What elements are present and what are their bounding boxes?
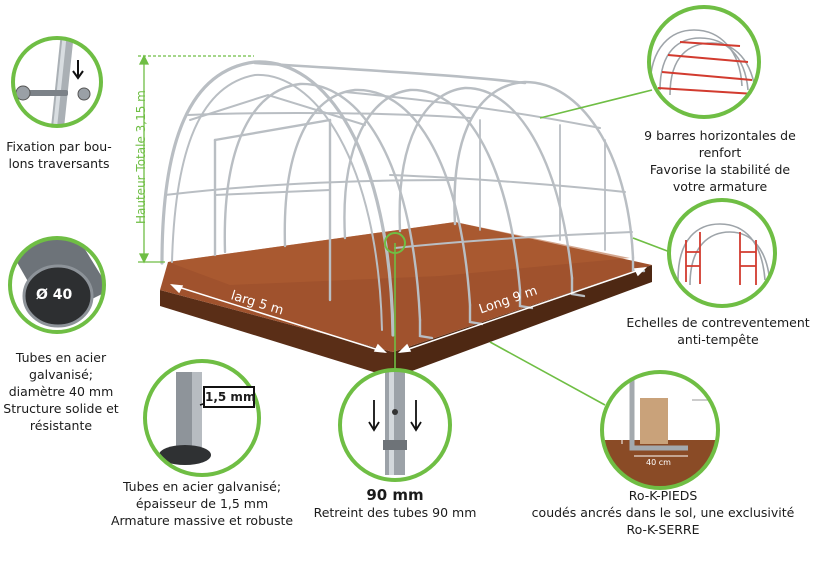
callout-retreint xyxy=(338,368,452,482)
pied-width-label: 40 cm xyxy=(646,458,671,467)
callout-pieds xyxy=(600,370,720,490)
greenhouse-frame xyxy=(160,60,646,340)
dimension-lines xyxy=(138,54,254,264)
callout-echelles xyxy=(667,198,777,308)
caption-tube40: Tubes en acier galvanisé; diamètre 40 mm… xyxy=(3,350,119,433)
front-arch-inner xyxy=(171,73,383,331)
tube-diameter-badge: Ø 40 xyxy=(36,287,73,303)
gable-brace xyxy=(189,93,366,126)
arch-3 xyxy=(283,88,472,307)
door-mid xyxy=(214,189,331,196)
leader-lines xyxy=(394,89,671,406)
pied-height-label: 45 cm xyxy=(616,402,626,427)
callout-fixation xyxy=(11,36,103,128)
callout-barres xyxy=(647,5,761,119)
caption-thickness: Tubes en acier galvanisé; épaisseur de 1… xyxy=(110,479,294,528)
arch-4 xyxy=(343,88,522,292)
callout-tube40 xyxy=(8,236,106,334)
caption-pieds: Ro-K-PIEDS coudés ancrés dans le sol, un… xyxy=(531,488,795,537)
side-bar-mid-left xyxy=(164,179,456,196)
foot-2 xyxy=(468,303,484,326)
retreint-title: 90 mm xyxy=(366,486,424,504)
caption-barres: 9 barres horizontales de renfort Favoris… xyxy=(644,128,796,194)
callout-thickness xyxy=(143,359,261,477)
door-top xyxy=(213,118,332,142)
length-dim-line xyxy=(399,267,646,353)
side-bar-mid-right xyxy=(389,174,626,193)
caption-retreint: 90 mm Retreint des tubes 90 mm xyxy=(300,487,490,521)
ridge-bar xyxy=(253,61,527,85)
soil-side-left xyxy=(160,290,393,378)
dimension-lines-white xyxy=(169,267,648,353)
foot-4 xyxy=(570,276,586,298)
caption-fixation: Fixation par bou- lons traversants xyxy=(6,139,112,171)
width-dim-line xyxy=(171,284,386,353)
soil-side-right xyxy=(393,265,652,378)
height-label: Hauteur Totale 3,15 m xyxy=(134,90,148,224)
foot-1 xyxy=(418,318,434,340)
arch-2 xyxy=(223,82,422,322)
thickness-badge: 1,5 mm xyxy=(203,386,255,408)
retreint-marker xyxy=(384,232,406,254)
side-bar-upper-right xyxy=(344,91,601,129)
caption-echelles: Echelles de contreventement anti-tempête xyxy=(626,315,810,347)
